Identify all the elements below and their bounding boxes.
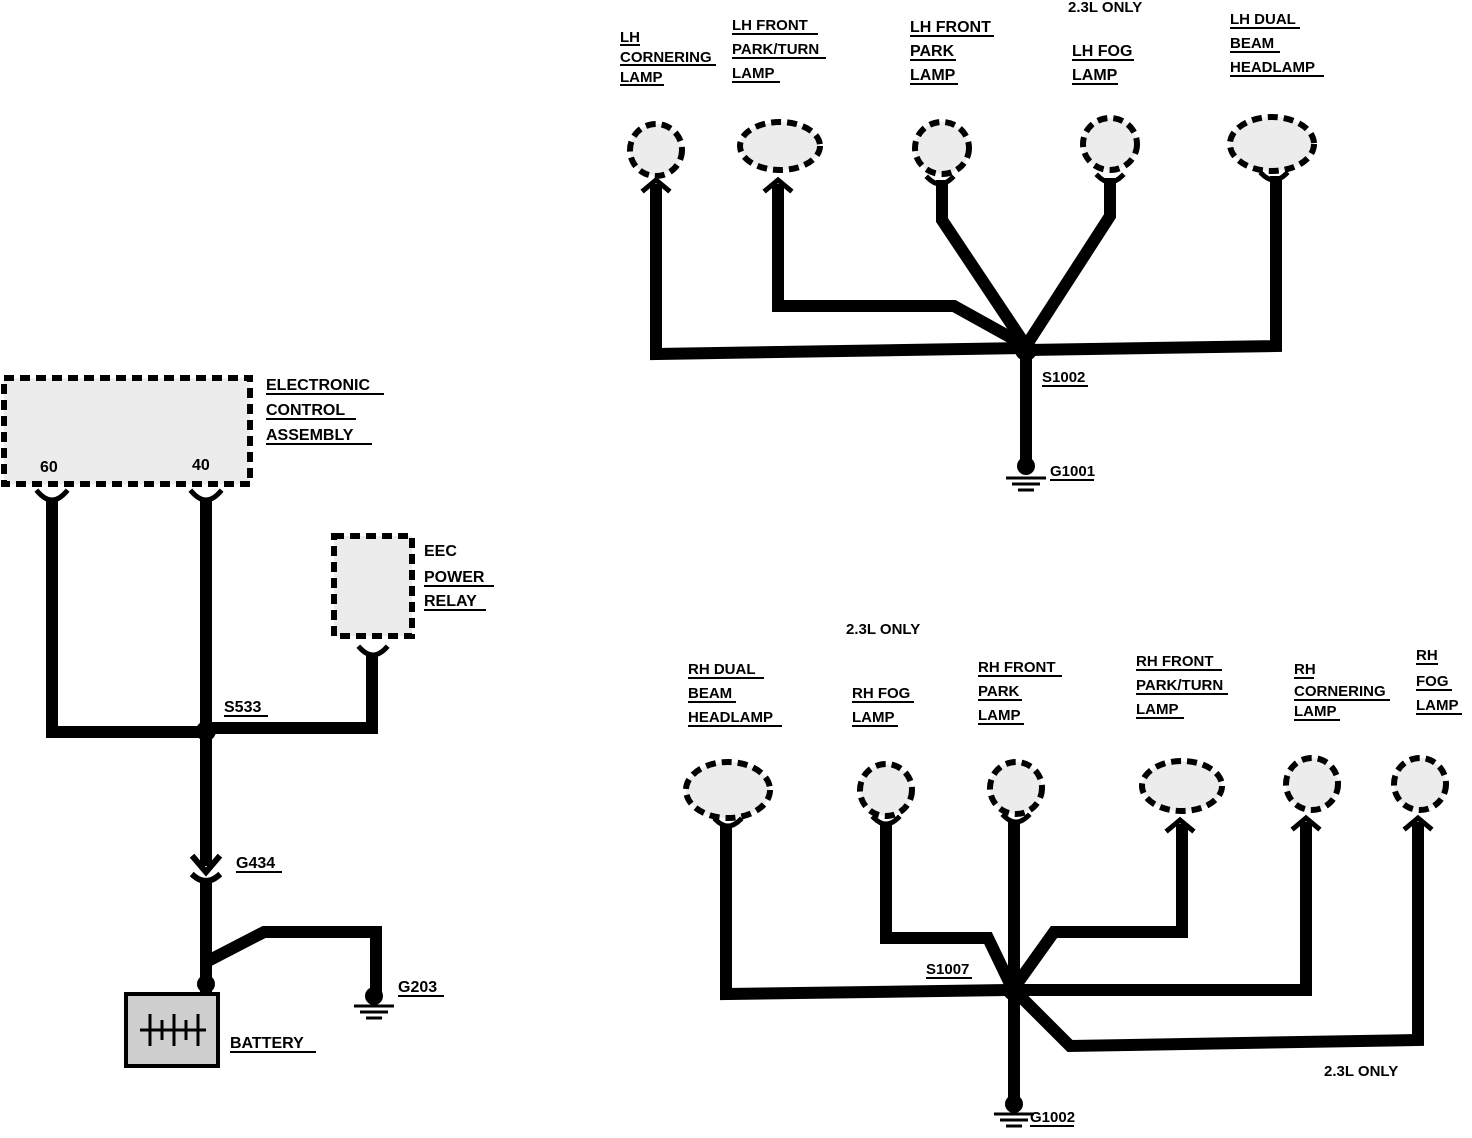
ecu-label-2: CONTROL bbox=[266, 402, 345, 419]
ecu-label-3: ASSEMBLY bbox=[266, 427, 354, 444]
ground-g1002-symbol bbox=[994, 1112, 1034, 1128]
rh-note-bottom-2-3l-only: 2.3L ONLY bbox=[1324, 1063, 1398, 1080]
eec-relay-label-3: RELAY bbox=[424, 593, 477, 610]
ecu-pin-60: 60 bbox=[40, 459, 58, 476]
splice-s1007 bbox=[1003, 979, 1025, 1001]
ground-g203-label: G203 bbox=[398, 979, 437, 996]
lh-fog-lamp-bulb bbox=[1080, 115, 1140, 173]
splice-s533 bbox=[196, 721, 216, 741]
ground-g1002-label: G1002 bbox=[1030, 1109, 1075, 1126]
splice-s533-label: S533 bbox=[224, 699, 261, 716]
wire-lh-headlamp bbox=[1019, 176, 1282, 357]
connector-g434-label: G434 bbox=[236, 855, 275, 872]
lh-dual-beam-headlamp-label-1: LH DUAL bbox=[1230, 11, 1296, 28]
battery-label: BATTERY bbox=[230, 1035, 304, 1052]
rh-lamp-circuit: 2.3L ONLY S1007 2.3L ONLY bbox=[683, 621, 1462, 1128]
lh-front-park-turn-lamp-label-1: LH FRONT bbox=[732, 17, 808, 34]
lh-front-park-turn-lamp-label-2: PARK/TURN bbox=[732, 41, 819, 58]
lh-cornering-lamp-label-2: CORNERING bbox=[620, 49, 712, 66]
wire-lh-park-turn bbox=[772, 184, 1035, 355]
rh-fog-lamp-2-label-1: RH bbox=[1416, 647, 1438, 664]
lh-front-park-turn-lamp-bulb bbox=[737, 119, 823, 173]
rh-cornering-lamp-label-2: CORNERING bbox=[1294, 683, 1386, 700]
lh-cornering-lamp-label-3: LAMP bbox=[620, 69, 663, 86]
ground-g1001-label: G1001 bbox=[1050, 463, 1095, 480]
rh-dual-beam-headlamp-bulb bbox=[683, 759, 773, 821]
rh-fog-lamp-label-1: RH FOG bbox=[852, 685, 910, 702]
lh-front-park-lamp-label-3: LAMP bbox=[910, 67, 956, 84]
rh-front-park-turn-lamp-bulb bbox=[1139, 758, 1225, 814]
electronic-control-assembly-box bbox=[1, 375, 253, 487]
lh-front-park-lamp-label-2: PARK bbox=[910, 43, 955, 60]
rh-fog-lamp-2-label-3: LAMP bbox=[1416, 697, 1459, 714]
splice-s1007-label: S1007 bbox=[926, 961, 969, 978]
splice-s1002 bbox=[1015, 339, 1037, 361]
wire-lh-fog bbox=[1017, 178, 1116, 355]
rh-front-park-turn-lamp-label-2: PARK/TURN bbox=[1136, 677, 1223, 694]
lh-cornering-lamp-label-1: LH bbox=[620, 29, 640, 46]
lh-front-park-lamp-bulb bbox=[912, 119, 972, 177]
rh-front-park-lamp-label-1: RH FRONT bbox=[978, 659, 1056, 676]
rh-front-park-turn-lamp-label-3: LAMP bbox=[1136, 701, 1179, 718]
lh-cornering-lamp-bulb bbox=[627, 121, 685, 179]
rh-cornering-lamp-bulb bbox=[1283, 755, 1341, 813]
lh-dual-beam-headlamp-bulb bbox=[1227, 114, 1317, 174]
lh-dual-beam-headlamp-label-2: BEAM bbox=[1230, 35, 1274, 52]
splice-s1002-label: S1002 bbox=[1042, 369, 1085, 386]
eec-relay-label-2: POWER bbox=[424, 569, 485, 586]
rh-dual-beam-headlamp-label-1: RH DUAL bbox=[688, 661, 756, 678]
wire-lh-cornering bbox=[650, 184, 1033, 361]
ground-g1001-symbol bbox=[1006, 476, 1046, 492]
rh-cornering-lamp-label-3: LAMP bbox=[1294, 703, 1337, 720]
rh-fog-lamp-2-label-2: FOG bbox=[1416, 673, 1449, 690]
wire-rh-cornering bbox=[1008, 822, 1312, 996]
wire-ecu-60 bbox=[46, 498, 212, 738]
ecu-label-1: ELECTRONIC bbox=[266, 377, 370, 394]
battery-cells bbox=[140, 1014, 206, 1046]
lh-fog-lamp-label-1: LH FOG bbox=[1072, 43, 1132, 60]
rh-front-park-lamp-label-2: PARK bbox=[978, 683, 1020, 700]
rh-front-park-lamp-bulb bbox=[987, 759, 1045, 817]
rh-fog-lamp-2-bulb bbox=[1391, 755, 1449, 813]
wire-rh-park-turn bbox=[1005, 824, 1188, 997]
wire-rh-headlamp bbox=[720, 824, 1019, 1001]
lh-front-park-turn-lamp-label-3: LAMP bbox=[732, 65, 775, 82]
rh-dual-beam-headlamp-label-3: HEADLAMP bbox=[688, 709, 773, 726]
rh-cornering-lamp-label-1: RH bbox=[1294, 661, 1316, 678]
eec-relay-label-1: EEC bbox=[424, 543, 457, 560]
lh-front-park-lamp-label-1: LH FRONT bbox=[910, 19, 991, 36]
wire-lh-park bbox=[936, 180, 1035, 355]
rh-fog-lamp-label-2: LAMP bbox=[852, 709, 895, 726]
lh-fog-lamp-label-2: LAMP bbox=[1072, 67, 1118, 84]
rh-note-top-2-3l-only: 2.3L ONLY bbox=[846, 621, 920, 638]
rh-dual-beam-headlamp-label-2: BEAM bbox=[688, 685, 732, 702]
ecu-pin-40: 40 bbox=[192, 457, 210, 474]
ecu-circuit: 60 40 ELECTRONIC CONTROL ASSEMBLY EEC PO… bbox=[1, 375, 494, 1068]
rh-fog-lamp-bulb bbox=[857, 761, 915, 819]
lh-dual-beam-headlamp-label-3: HEADLAMP bbox=[1230, 59, 1315, 76]
wire-rh-fog bbox=[880, 822, 1021, 997]
rh-front-park-turn-lamp-label-1: RH FRONT bbox=[1136, 653, 1214, 670]
eec-power-relay-box bbox=[331, 533, 415, 639]
wire-to-battery bbox=[200, 880, 382, 996]
lh-lamp-circuit: S1002 G1001 LH CORNERING LAMP LH FRONT P… bbox=[620, 0, 1324, 492]
wire-rh-fog-2 bbox=[1005, 822, 1424, 1053]
rh-front-park-lamp-label-3: LAMP bbox=[978, 707, 1021, 724]
ground-g203-symbol bbox=[354, 1004, 394, 1020]
wire-eec-relay bbox=[200, 654, 378, 734]
lh-note-2-3l-only: 2.3L ONLY bbox=[1068, 0, 1142, 16]
